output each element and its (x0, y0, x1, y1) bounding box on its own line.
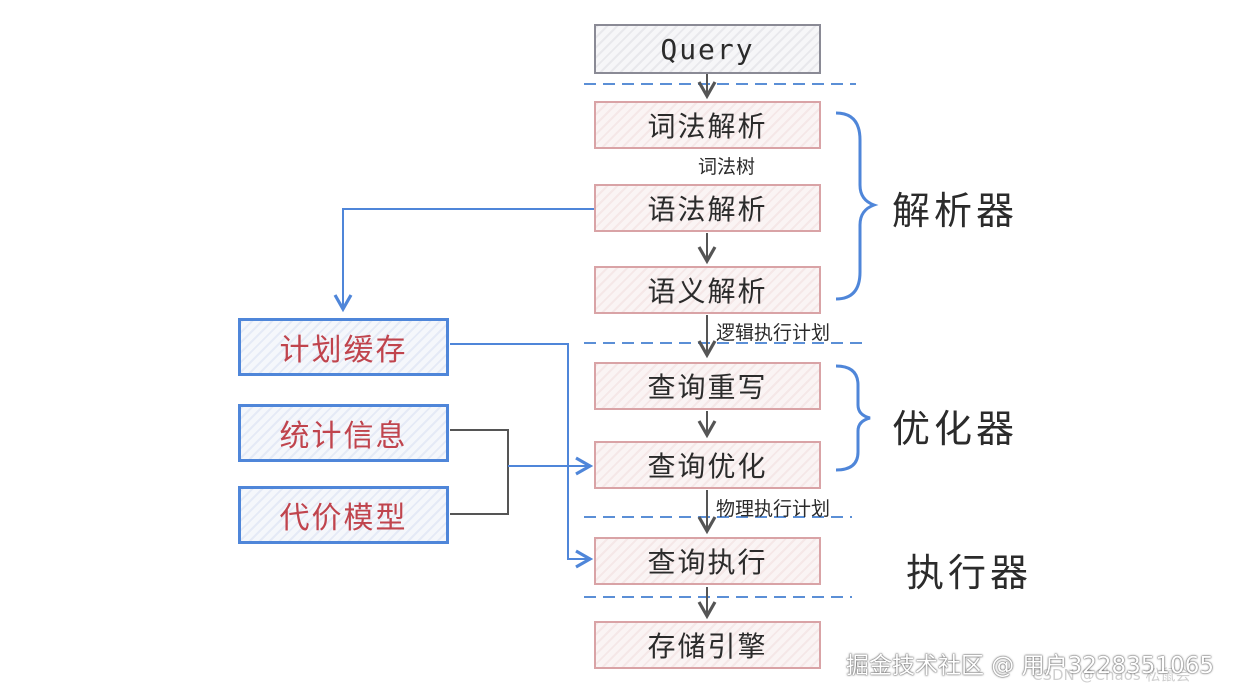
plan-cache-box: 计划缓存 (238, 318, 449, 376)
semantic-analysis-box: 语义解析 (594, 266, 821, 314)
query-execute-box: 查询执行 (594, 537, 821, 585)
juejin-watermark: 掘金技术社区 @ 用户3228351065 (846, 653, 1214, 679)
line-statistics-bracket (450, 429, 509, 515)
parser-group-label: 解析器 (892, 189, 1019, 233)
query-rewrite-box: 查询重写 (594, 362, 821, 410)
syntax-analysis-box: 语法解析 (594, 184, 821, 232)
parser-brace (835, 111, 879, 301)
query-box: Query (594, 24, 821, 74)
storage-engine-box: 存储引擎 (594, 621, 821, 669)
cost-model-box: 代价模型 (238, 486, 449, 544)
logical-plan-label: 逻辑执行计划 (716, 322, 831, 344)
executor-group-label: 执行器 (906, 551, 1033, 595)
optimizer-group-label: 优化器 (892, 407, 1019, 451)
lexical-tree-label: 词法树 (698, 156, 756, 178)
arrow-syntax-plan-cache (333, 208, 594, 313)
lexical-analysis-box: 词法解析 (594, 101, 821, 149)
statistics-box: 统计信息 (238, 404, 449, 462)
physical-plan-label: 物理执行计划 (716, 498, 831, 520)
csdn-watermark: CSDN @Chaos 松鼠会 (1032, 666, 1191, 684)
optimizer-brace (835, 364, 871, 472)
query-optimize-box: 查询优化 (594, 441, 821, 489)
arrow-plan-cache-execute (450, 343, 594, 569)
